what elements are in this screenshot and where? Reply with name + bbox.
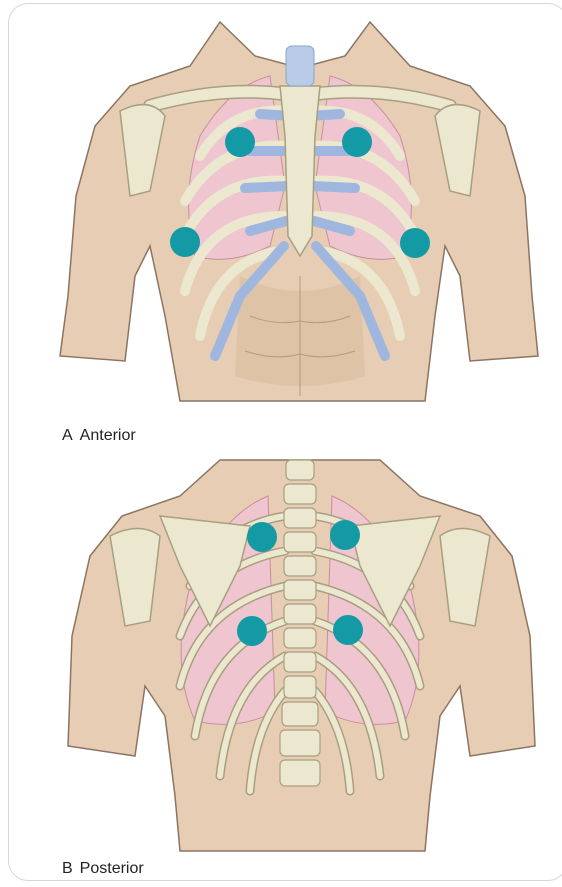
auscultation-site-marker	[170, 227, 200, 257]
trachea	[286, 46, 314, 86]
caption-anterior: A Anterior	[62, 427, 136, 445]
posterior-back-illustration	[0, 456, 562, 856]
caption-posterior-label: Posterior	[80, 860, 144, 877]
auscultation-site-marker	[247, 522, 277, 552]
caption-posterior: B Posterior	[62, 860, 144, 878]
auscultation-site-marker	[330, 520, 360, 550]
auscultation-site-marker	[333, 615, 363, 645]
auscultation-site-marker	[225, 127, 255, 157]
spine	[280, 460, 320, 786]
caption-posterior-letter: B	[62, 860, 73, 878]
caption-anterior-letter: A	[62, 427, 73, 445]
auscultation-site-marker	[237, 616, 267, 646]
caption-anterior-label: Anterior	[80, 427, 136, 444]
auscultation-site-marker	[400, 228, 430, 258]
anterior-chest-illustration	[0, 16, 562, 416]
auscultation-site-marker	[342, 127, 372, 157]
